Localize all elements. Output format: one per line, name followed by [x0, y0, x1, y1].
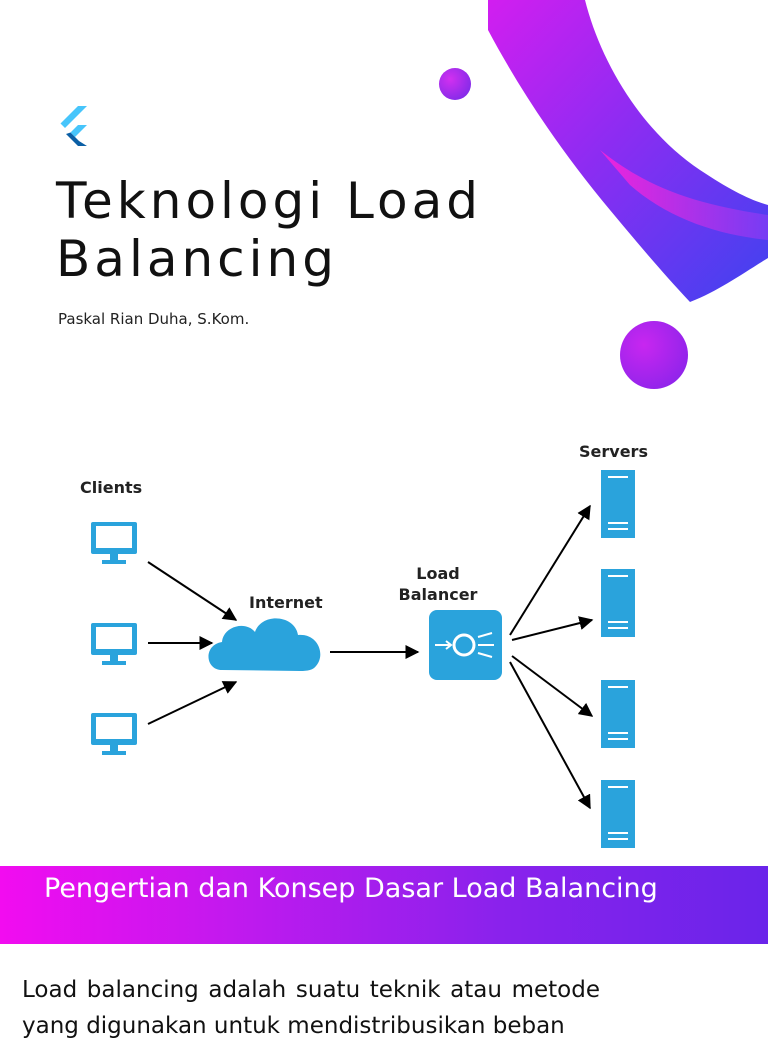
section-heading: Pengertian dan Konsep Dasar Load Balanci…	[44, 873, 658, 904]
load-balancing-diagram: Clients Internet Load Balancer Servers	[0, 430, 768, 860]
diagram-graphic	[91, 470, 635, 848]
section-banner: Pengertian dan Konsep Dasar Load Balanci…	[0, 866, 768, 944]
server-icon	[601, 680, 635, 748]
server-icon	[601, 780, 635, 848]
internet-label: Internet	[249, 593, 323, 612]
load-balancer-icon	[429, 610, 502, 680]
arrow	[147, 561, 238, 621]
author-name: Paskal Rian Duha, S.Kom.	[58, 310, 250, 328]
small-dot	[439, 68, 471, 100]
clients-label: Clients	[80, 478, 143, 497]
ribbon-highlight	[600, 150, 768, 240]
servers-label: Servers	[579, 442, 648, 461]
body-paragraph: Load balancing adalah suatu teknik atau …	[22, 977, 600, 1039]
monitor-icon	[91, 713, 137, 755]
arrow	[511, 616, 594, 641]
title-line-2: Balancing	[56, 230, 338, 288]
title-line-1: Teknologi Load	[56, 172, 482, 230]
page-title: Teknologi Load Balancing	[56, 172, 482, 288]
monitor-icon	[91, 522, 137, 564]
cloud-icon	[208, 618, 321, 671]
flutter-logo-icon	[60, 106, 87, 146]
ribbon-shape	[488, 0, 768, 302]
server-icon	[601, 569, 635, 637]
server-icon	[601, 470, 635, 538]
load-balancer-label-line-2: Balancer	[398, 585, 478, 604]
large-dot	[620, 321, 688, 389]
arrow	[509, 661, 591, 810]
monitor-icon	[91, 623, 137, 665]
decorative-shapes	[439, 0, 768, 389]
load-balancer-label: Load Balancer	[393, 563, 483, 605]
arrow	[511, 655, 594, 717]
arrow	[509, 504, 591, 636]
load-balancer-label-line-1: Load	[416, 564, 460, 583]
arrow	[147, 681, 238, 725]
